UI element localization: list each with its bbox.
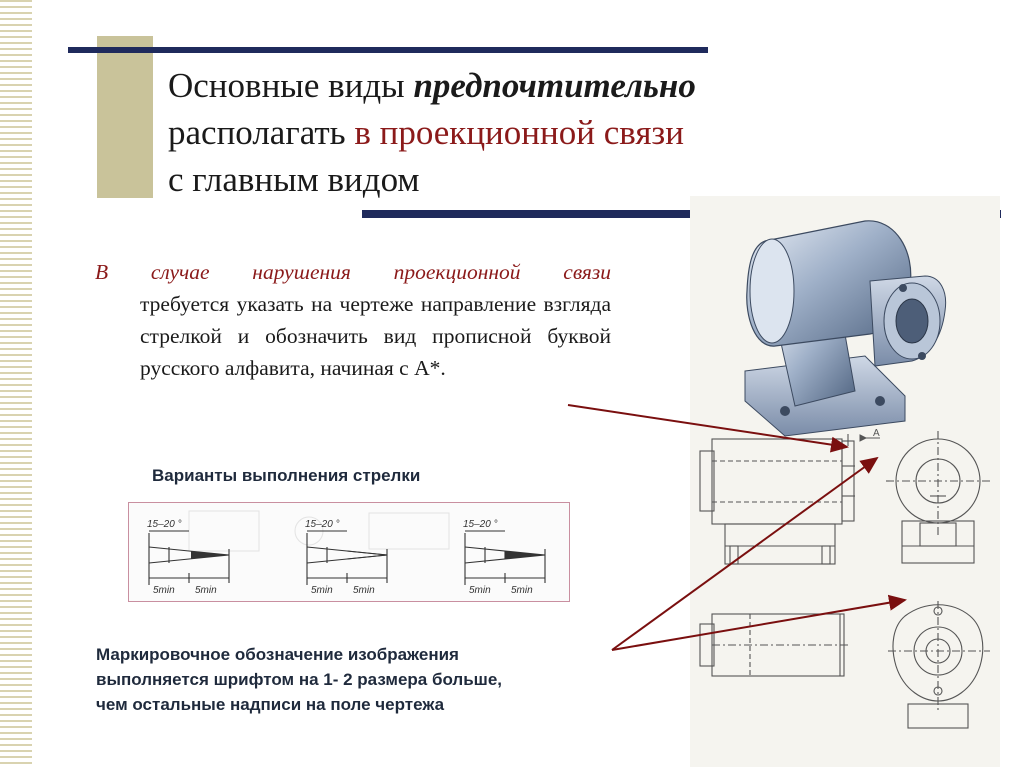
title-bottom-rule — [362, 210, 690, 218]
left-stripe-decoration — [0, 0, 32, 767]
top-view — [699, 613, 848, 677]
title-text-1: Основные виды — [168, 66, 414, 105]
title-text-2: располагать — [168, 113, 355, 152]
part-3d-image — [744, 220, 947, 437]
title-emphasis: предпочтительно — [413, 66, 696, 105]
title-top-rule — [68, 47, 708, 53]
body-paragraph: В случае нарушения проекционной связи тр… — [95, 256, 611, 384]
technical-drawing: А — [690, 196, 1000, 767]
paragraph-rest: требуется указать на чертеже направление… — [140, 292, 611, 380]
arrow-variants-svg: 15–20 ° 5min 5min 15–20 ° 5min 5min — [147, 510, 546, 596]
title-text-3: с главным видом — [168, 160, 420, 199]
variant-3-angle-label: 15–20 ° — [463, 519, 498, 530]
note-line-2: выполняется шрифтом на 1- 2 размера боль… — [96, 670, 503, 689]
variant-3-dim-label-a: 5min — [469, 585, 491, 596]
arrow-variant-3 — [464, 530, 546, 585]
marking-note: Маркировочное обозначение изображения вы… — [96, 642, 656, 717]
arrow-variant-2 — [306, 530, 388, 585]
view-arrow-letter: А — [873, 428, 880, 439]
variant-3-dim-label-b: 5min — [511, 585, 533, 596]
arrow-variants-figure: 15–20 ° 5min 5min 15–20 ° 5min 5min — [128, 502, 570, 602]
arrow-variants-label: Варианты выполнения стрелки — [152, 466, 421, 485]
technical-drawing-svg: А — [699, 220, 990, 729]
auxiliary-view-a — [888, 601, 990, 729]
front-view — [699, 434, 855, 565]
variant-2-dim-label-a: 5min — [311, 585, 333, 596]
title-highlight: в проекционной связи — [354, 113, 684, 152]
variant-2-angle-label: 15–20 ° — [305, 519, 340, 530]
title-accent-block — [97, 36, 153, 198]
side-view — [886, 431, 990, 564]
variant-1-dim-label-b: 5min — [195, 585, 217, 596]
variant-2-dim-label-b: 5min — [353, 585, 375, 596]
variant-1-angle-label: 15–20 ° — [147, 519, 182, 530]
paragraph-lead: В случае нарушения проекционной связи — [95, 260, 611, 284]
arrow-variant-1 — [148, 530, 230, 585]
note-line-3: чем остальные надписи на поле чертежа — [96, 695, 445, 714]
view-direction-arrow — [859, 434, 880, 442]
slide-title: Основные виды предпочтительно располагат… — [168, 62, 868, 203]
variant-1-dim-label-a: 5min — [153, 585, 175, 596]
note-line-1: Маркировочное обозначение изображения — [96, 645, 459, 664]
